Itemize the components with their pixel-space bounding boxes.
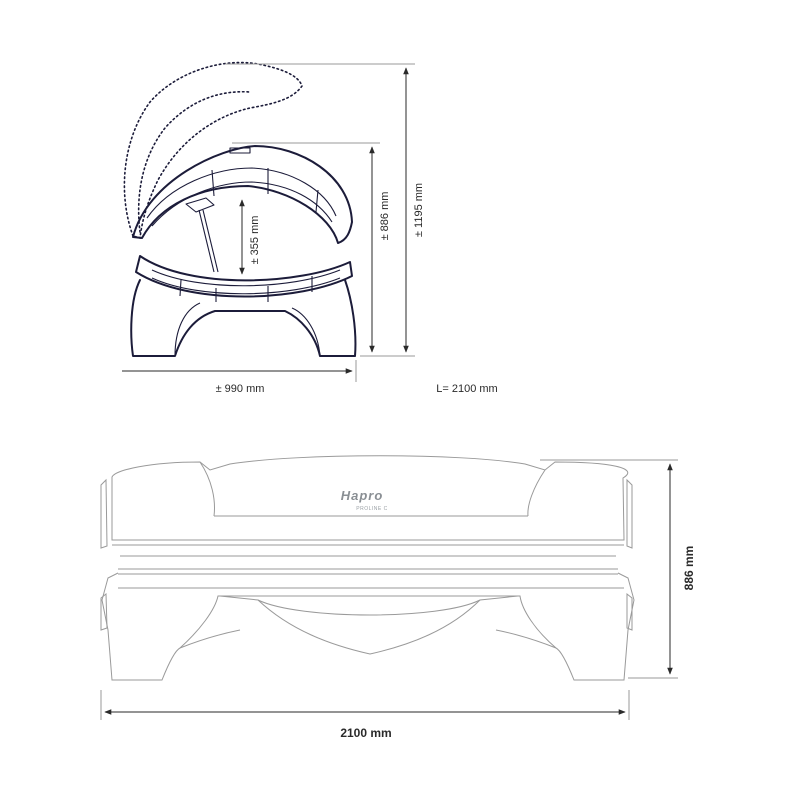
base-stand xyxy=(130,279,357,357)
side-view: ± 1195 mm ± 886 mm ± 355 mm ± 990 mm L= … xyxy=(122,61,498,395)
canopy: Hapro PROLINE C xyxy=(100,455,633,557)
dim-height-front: 886 mm xyxy=(540,459,696,679)
front-view: Hapro PROLINE C 886 mm xyxy=(100,455,696,740)
dim-height-side-label: ± 886 mm xyxy=(379,192,391,241)
dim-opening: ± 355 mm xyxy=(239,199,261,275)
dim-lid-open-label: ± 1195 mm xyxy=(413,183,425,237)
dim-width-label: ± 990 mm xyxy=(216,383,265,395)
dim-height-side: ± 886 mm xyxy=(232,142,391,353)
model-name: PROLINE C xyxy=(356,506,387,512)
dim-height-front-label: 886 mm xyxy=(682,546,696,591)
brand-logo: Hapro xyxy=(341,488,384,503)
bed-acrylic xyxy=(135,255,353,302)
gas-strut xyxy=(198,209,219,273)
dim-opening-label: ± 355 mm xyxy=(249,216,261,265)
dim-lid-open: ± 1195 mm xyxy=(225,63,425,357)
open-lid-outline xyxy=(123,61,303,240)
dim-width: ± 990 mm xyxy=(122,360,357,395)
dim-length-label: 2100 mm xyxy=(340,726,391,740)
bed-base xyxy=(100,568,635,681)
closed-lid xyxy=(132,145,353,244)
dim-length: 2100 mm xyxy=(100,690,630,740)
length-label: L= 2100 mm xyxy=(436,383,497,395)
